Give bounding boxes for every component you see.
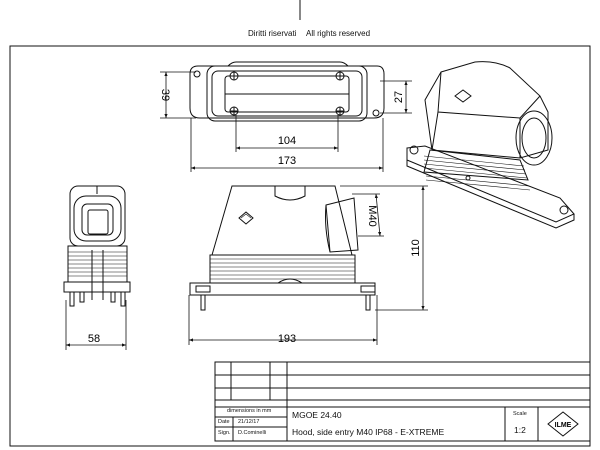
scale-label: Scale — [513, 411, 527, 417]
rights-reserved-it: Diritti riservati — [248, 29, 297, 38]
dim-193: 193 — [278, 333, 296, 345]
front-view — [189, 185, 376, 311]
dim-27: 27 — [393, 91, 405, 103]
scale-value: 1:2 — [514, 425, 526, 435]
sign-value: D.Cominelli — [238, 430, 267, 436]
date-value: 21/12/17 — [238, 419, 260, 425]
ilme-logo: ILME — [555, 422, 572, 429]
dim-m40: M40 — [366, 205, 378, 226]
dim-110: 110 — [410, 239, 422, 257]
dim-173: 173 — [278, 155, 296, 167]
date-label: Date — [218, 419, 230, 425]
sign-label: Sign. — [218, 430, 231, 436]
dim-58: 58 — [88, 333, 100, 345]
title-block — [214, 361, 591, 442]
isometric-view — [406, 61, 575, 229]
product-description: Hood, side entry M40 IP68 - E-XTREME — [292, 427, 445, 437]
dim-104: 104 — [278, 135, 296, 147]
dim-39: 39 — [159, 89, 171, 101]
side-view — [63, 185, 131, 307]
drawing-frame — [9, 45, 591, 447]
rights-reserved-en: All rights reserved — [306, 29, 371, 38]
top-view — [189, 61, 385, 122]
units-note: dimensions in mm — [227, 408, 272, 414]
product-code: MGOE 24.40 — [292, 410, 342, 420]
